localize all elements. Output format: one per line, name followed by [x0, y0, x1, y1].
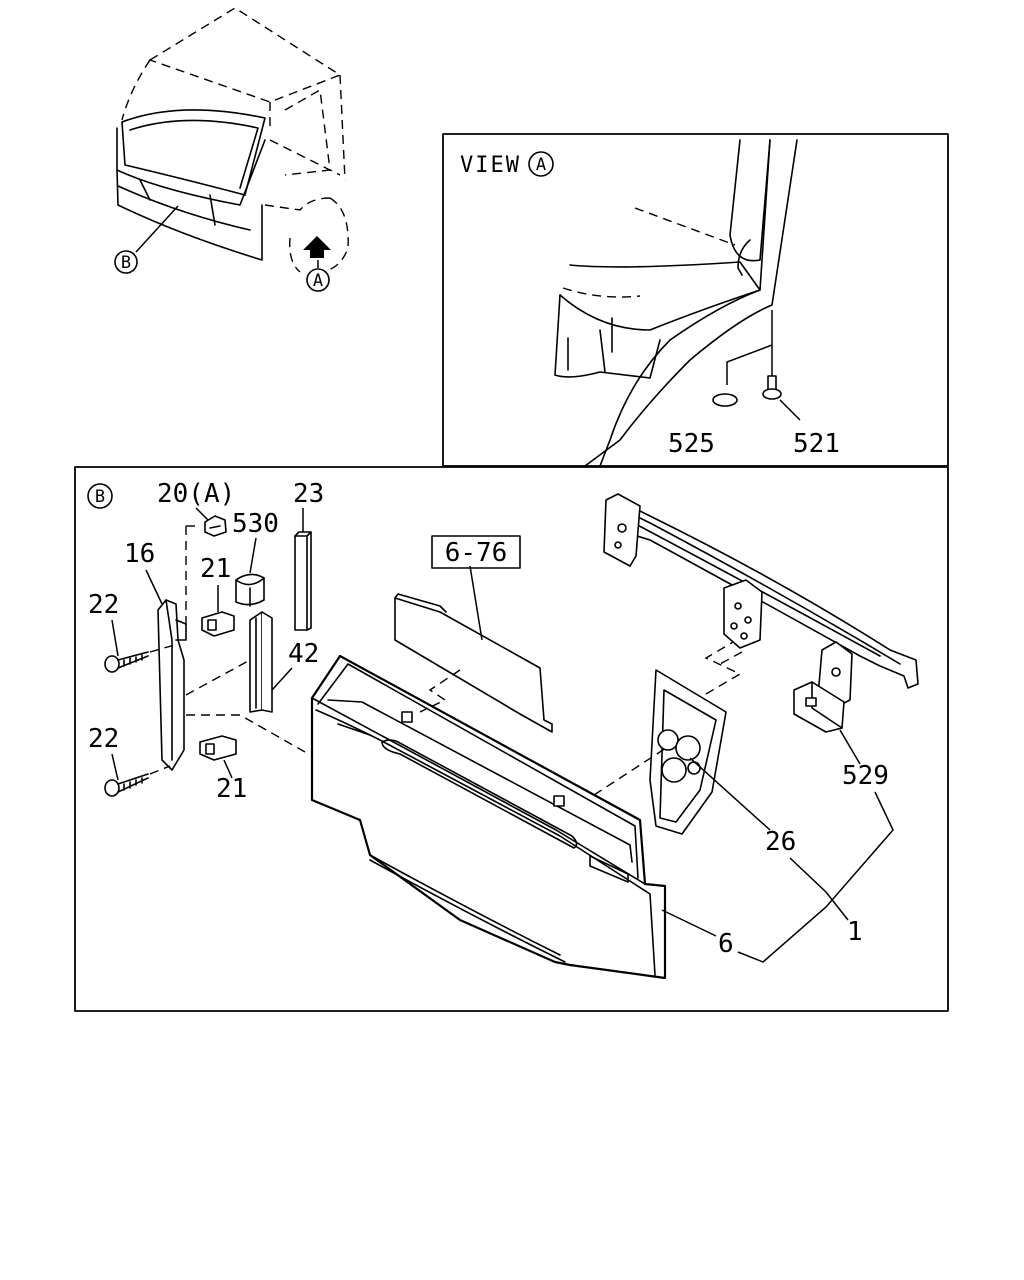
- label-6-76-box: [431, 535, 521, 569]
- label-6: 6: [718, 929, 734, 959]
- label-6-76: 6-76: [445, 538, 508, 568]
- label-22-top: 22: [88, 590, 119, 620]
- part-21-clip-bottom: [199, 735, 237, 761]
- part-530-pad: [235, 573, 265, 607]
- part-20a-clip: [204, 515, 227, 537]
- label-23: 23: [293, 479, 324, 509]
- part-42-strip: [249, 611, 273, 713]
- label-521: 521: [793, 429, 840, 459]
- part-6-76-seal: [394, 593, 553, 733]
- label-16: 16: [124, 539, 155, 569]
- label-529: 529: [842, 761, 889, 791]
- part-521-screw: [762, 375, 782, 400]
- label-42: 42: [288, 639, 319, 669]
- view-ref-circle: [528, 151, 554, 177]
- detail-ref-label: B: [95, 487, 105, 507]
- label-525: 525: [668, 429, 715, 459]
- callout-b-circle: [114, 250, 138, 274]
- part-6-front-panel: [310, 654, 667, 980]
- part-525-grommet: [712, 393, 738, 407]
- detail-ref-circle: [87, 483, 113, 509]
- part-23-strip: [294, 531, 312, 631]
- truck-cab-overview: B A: [114, 7, 349, 292]
- part-529-bracket: [793, 681, 845, 733]
- label-21-top: 21: [200, 554, 231, 584]
- label-20a: 20(A): [157, 479, 235, 509]
- part-26-bracket: [649, 669, 727, 835]
- part-22-screw-top: [104, 651, 149, 673]
- upper-cross-member: [603, 493, 919, 711]
- part-21-clip-top: [201, 611, 235, 637]
- view-title: VIEW: [460, 153, 521, 178]
- label-26: 26: [765, 827, 796, 857]
- label-22-bottom: 22: [88, 724, 119, 754]
- callout-a-label: A: [313, 271, 323, 291]
- view-a-panel: VIEW A 525 521: [442, 133, 949, 467]
- view-ref-label: A: [536, 155, 546, 175]
- label-1: 1: [847, 917, 863, 947]
- callout-a-circle: [306, 268, 330, 292]
- label-530: 530: [232, 509, 279, 539]
- detail-b-panel: B 20(A) 23 530 16 21 22 42 22 21 529 26 …: [74, 466, 949, 1012]
- label-21-bottom: 21: [216, 774, 247, 804]
- part-16-bracket: [157, 599, 187, 771]
- part-22-screw-bottom: [104, 773, 149, 797]
- callout-b-label: B: [121, 253, 131, 273]
